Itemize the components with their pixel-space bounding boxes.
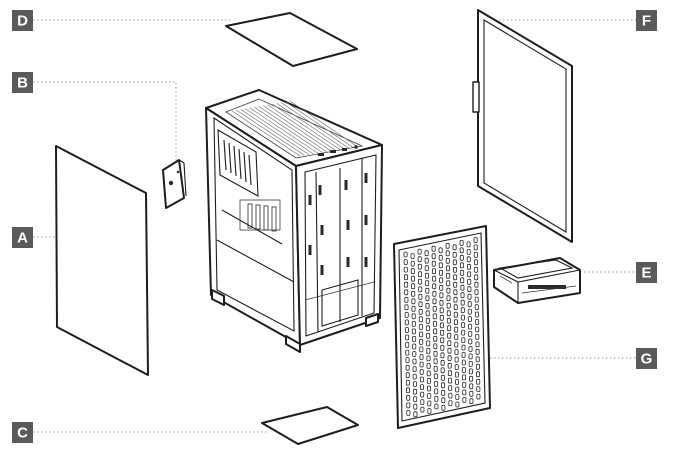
expansion-slots — [247, 203, 277, 232]
callout-d: D — [12, 10, 33, 31]
callout-box — [636, 10, 657, 31]
callout-box — [12, 10, 33, 31]
callout-c: C — [12, 422, 33, 443]
callout-label: C — [17, 425, 28, 442]
callout-label: D — [17, 13, 28, 30]
front-mount-holes — [308, 173, 368, 275]
callout-e: E — [636, 262, 657, 283]
callout-box — [12, 227, 33, 248]
rear-vents — [223, 139, 252, 186]
callout-label: E — [641, 265, 651, 282]
bottom-filter-c — [261, 406, 359, 445]
callout-label: A — [17, 230, 28, 247]
side-panel-a — [55, 145, 149, 376]
callout-label: G — [641, 351, 653, 368]
callout-box — [636, 262, 657, 283]
glass-panel-f — [472, 9, 573, 243]
callout-b: B — [12, 72, 33, 93]
callout-box — [12, 72, 33, 93]
callout-f: F — [636, 10, 657, 31]
drive-cage-e — [493, 257, 581, 304]
top-panel-d — [225, 12, 358, 67]
callout-box — [12, 422, 33, 443]
callout-a: A — [12, 227, 33, 248]
mesh-pattern — [403, 237, 481, 418]
callout-box — [636, 348, 657, 369]
callout-g: G — [636, 348, 657, 369]
top-mesh — [231, 100, 359, 157]
callouts: A B C D E F G — [12, 10, 657, 443]
mesh-front-panel-g — [393, 225, 491, 429]
callout-label: F — [642, 13, 651, 30]
callout-label: B — [17, 75, 28, 92]
main-chassis — [205, 89, 383, 353]
leader-b — [33, 81, 177, 163]
bracket-b — [162, 159, 187, 209]
